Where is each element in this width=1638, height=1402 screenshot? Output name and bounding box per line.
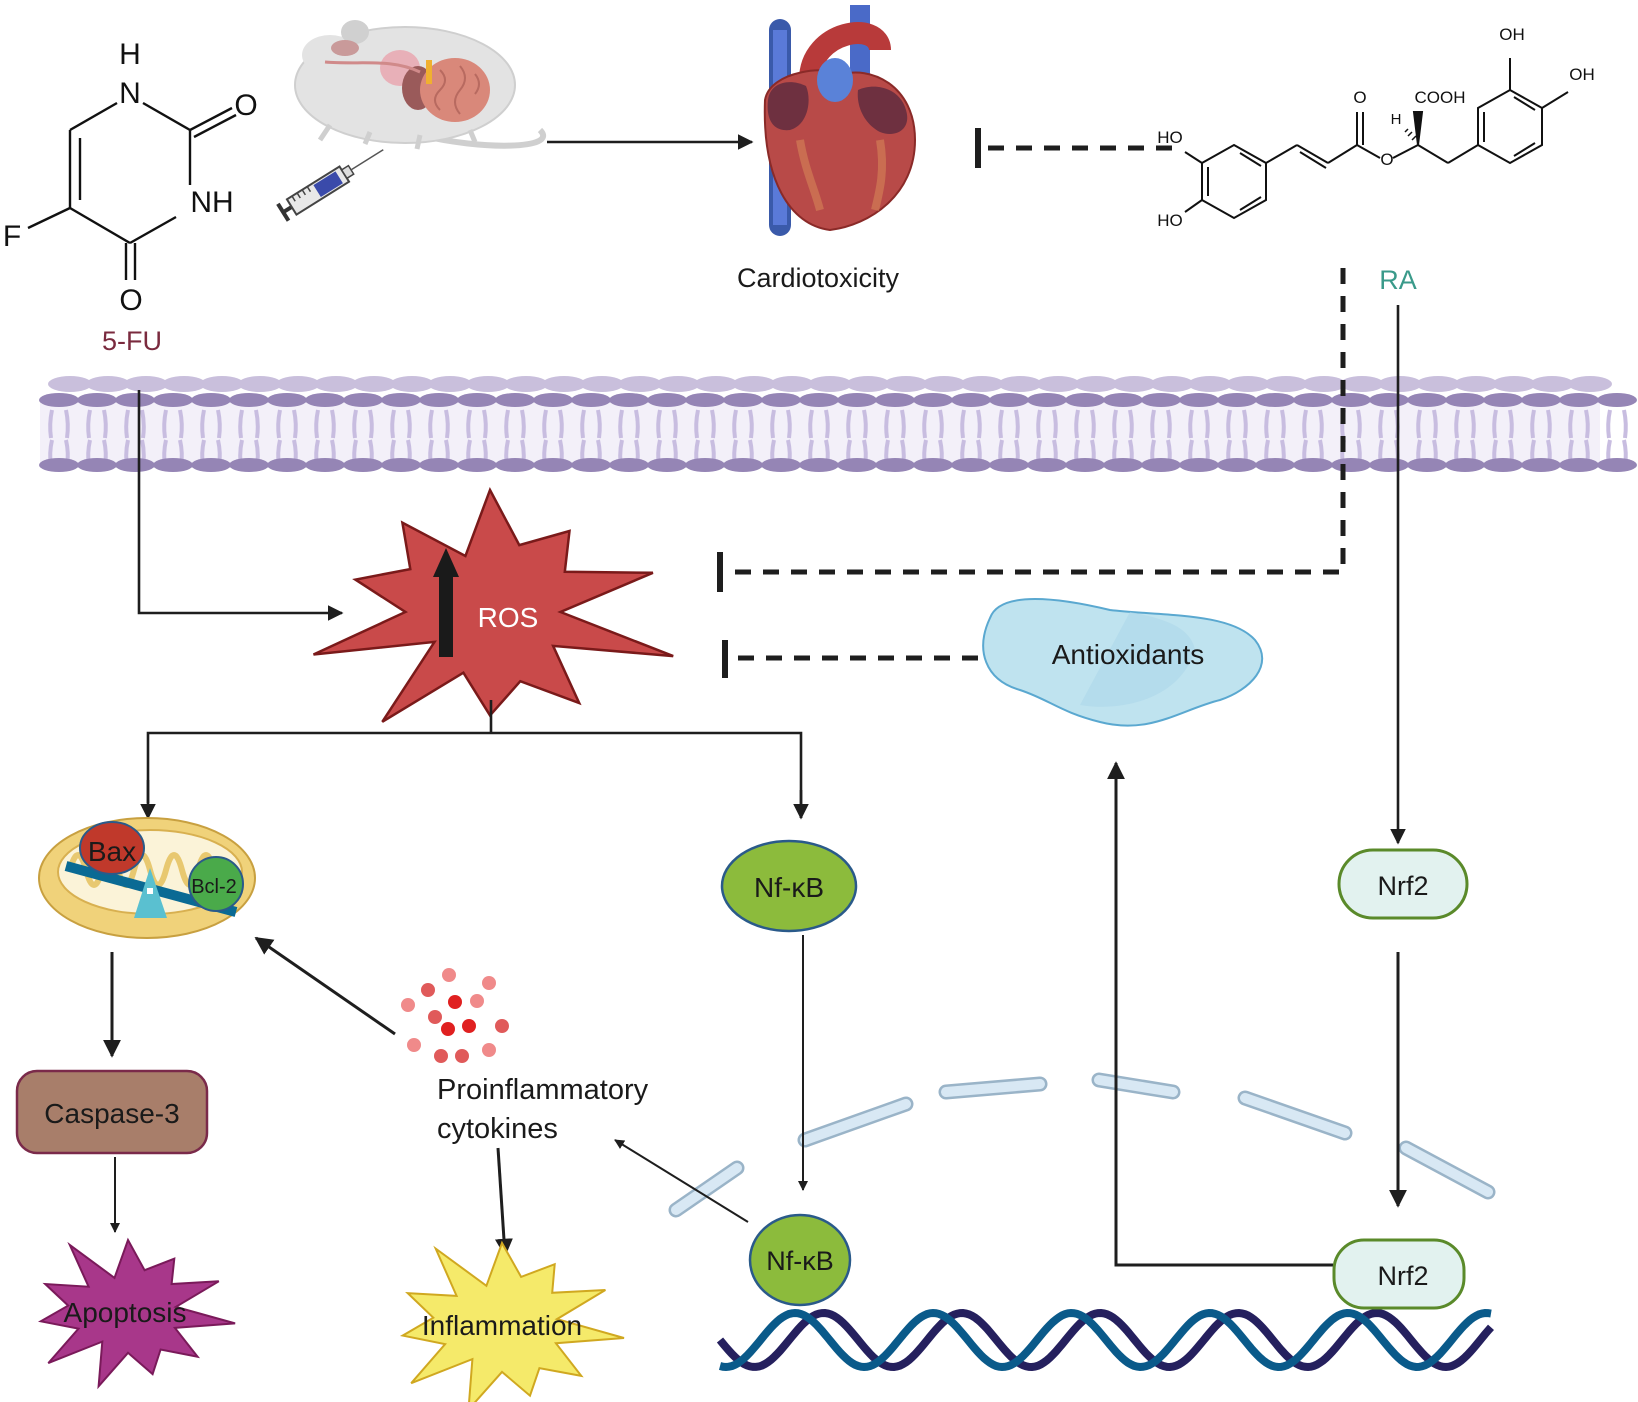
fluorouracil-structure: H N O NH F O — [3, 38, 258, 317]
nrf2-nucleus-label: Nrf2 — [1377, 1261, 1428, 1291]
nuclear-envelope — [668, 1072, 1496, 1218]
atom-ho-top: HO — [1157, 128, 1183, 147]
caspase3-label: Caspase-3 — [44, 1098, 179, 1129]
rosmarinic-acid-structure: HO HO O O COOH H OH OH — [1157, 25, 1595, 230]
nfkb-nucleus-node: Nf-κB — [748, 1213, 852, 1307]
arrow-5fu-to-ros — [137, 390, 344, 621]
mitochondrion-icon: Bax Bcl-2 — [38, 817, 256, 939]
nfkb-cytoplasm-node: Nf-κB — [720, 839, 858, 933]
cytokines-label-line2: cytokines — [437, 1113, 558, 1145]
inflammation-burst: Inflammation — [399, 1240, 625, 1402]
arrow-cytokines-to-inflammation — [494, 1147, 513, 1257]
antioxidants-node: Antioxidants — [982, 598, 1263, 727]
atom-carbonyl-o: O — [1353, 88, 1366, 107]
apoptosis-burst: Apoptosis — [37, 1237, 236, 1390]
apoptosis-label: Apoptosis — [64, 1297, 187, 1328]
bcl2-label: Bcl-2 — [191, 876, 237, 898]
atom-ester-o: O — [1380, 150, 1393, 169]
caspase3-node: Caspase-3 — [15, 1069, 209, 1155]
atom-oh-right: OH — [1569, 65, 1595, 84]
atom-cooh: COOH — [1415, 88, 1466, 107]
increase-arrow-icon — [439, 575, 453, 657]
rat-icon — [294, 20, 546, 150]
nfkb-nucleus-label: Nf-κB — [766, 1246, 834, 1276]
ros-label: ROS — [478, 602, 539, 633]
compound-label: RA — [1379, 265, 1417, 295]
ros-branch-arrows — [140, 700, 809, 820]
inflammation-label: Inflammation — [422, 1310, 582, 1341]
drug-label: 5-FU — [102, 326, 162, 356]
nrf2-cytoplasm-label: Nrf2 — [1377, 871, 1428, 901]
inhibition-ra-to-ros — [717, 268, 1346, 592]
nrf2-cytoplasm-node: Nrf2 — [1337, 848, 1469, 920]
inhibition-antioxidants-to-ros — [722, 640, 978, 678]
nrf2-nucleus-node: Nrf2 — [1332, 1238, 1466, 1310]
atom-o-bottom: O — [119, 284, 142, 317]
arrow-nfkb-to-cytokines — [614, 1139, 749, 1223]
atom-nh: NH — [190, 186, 233, 219]
heart-icon — [763, 5, 917, 236]
syringe-icon — [276, 149, 384, 222]
cell-membrane — [39, 376, 1637, 472]
cytokines-icon — [401, 968, 509, 1063]
atom-h: H — [119, 38, 141, 71]
atom-h-stereo: H — [1391, 111, 1402, 128]
atom-ho-bottom: HO — [1157, 211, 1183, 230]
inhibition-ra-to-heart — [975, 128, 1172, 168]
atom-oh-top: OH — [1499, 25, 1525, 44]
ros-burst: ROS — [312, 486, 674, 723]
atom-f: F — [3, 220, 21, 253]
bax-protein — [79, 821, 145, 875]
cytokines-label-line1: Proinflammatory — [437, 1074, 649, 1106]
arrow-nrf2-to-antioxidants — [1107, 761, 1333, 1267]
antioxidants-label: Antioxidants — [1052, 639, 1205, 670]
cardiotoxicity-label: Cardiotoxicity — [737, 263, 900, 293]
atom-o-top: O — [234, 89, 257, 122]
nfkb-cytoplasm-label: Nf-κB — [754, 872, 824, 903]
bcl2-protein — [188, 856, 244, 912]
bax-label: Bax — [88, 836, 136, 867]
dna-helix-icon — [716, 1308, 1494, 1372]
atom-n: N — [119, 77, 141, 110]
arrow-cytokines-to-mitochondria — [254, 936, 396, 1036]
